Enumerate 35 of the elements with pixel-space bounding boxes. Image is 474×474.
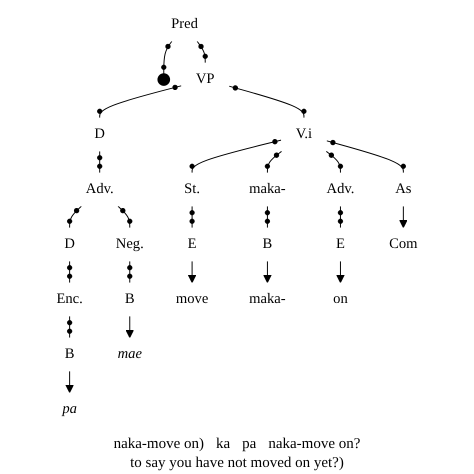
node-text: E bbox=[188, 236, 197, 252]
gloss-text: naka-move on? bbox=[268, 436, 360, 453]
node-text: V.i bbox=[296, 126, 312, 142]
node-text: St. bbox=[184, 181, 200, 198]
gloss-text: naka-move on) bbox=[114, 436, 204, 453]
gloss-text: to say you have not moved on yet?) bbox=[130, 455, 344, 472]
node-text: Adv. bbox=[326, 181, 354, 198]
arrow bbox=[125, 316, 134, 338]
gloss-text: ka bbox=[216, 436, 230, 453]
arrow bbox=[263, 260, 272, 284]
node-text: B bbox=[262, 236, 272, 252]
node-text: mae bbox=[118, 346, 142, 362]
node-text: B bbox=[124, 291, 135, 308]
arrow bbox=[399, 206, 408, 228]
arrow bbox=[188, 260, 196, 284]
node-text: D bbox=[64, 236, 75, 252]
node-circle bbox=[157, 73, 170, 86]
node-text: Com bbox=[389, 236, 418, 252]
node-text: maka- bbox=[249, 181, 286, 198]
node-text: pa bbox=[62, 401, 77, 417]
node-text: B bbox=[64, 346, 74, 362]
node-text: Adv. bbox=[86, 181, 114, 198]
node-text: Neg. bbox=[116, 236, 144, 252]
node-text: Pred bbox=[171, 16, 198, 32]
node-text: Enc. bbox=[56, 291, 83, 308]
node-text: As bbox=[395, 181, 412, 198]
node-text: on bbox=[333, 291, 348, 308]
node-text: VP bbox=[196, 72, 215, 88]
node-text: maka- bbox=[249, 291, 286, 308]
arrow bbox=[65, 370, 74, 394]
arrow bbox=[336, 260, 345, 284]
node-text: move bbox=[176, 291, 208, 308]
node-text: D bbox=[94, 126, 105, 142]
node-text: E bbox=[336, 236, 345, 252]
gloss-text: pa bbox=[242, 436, 256, 453]
